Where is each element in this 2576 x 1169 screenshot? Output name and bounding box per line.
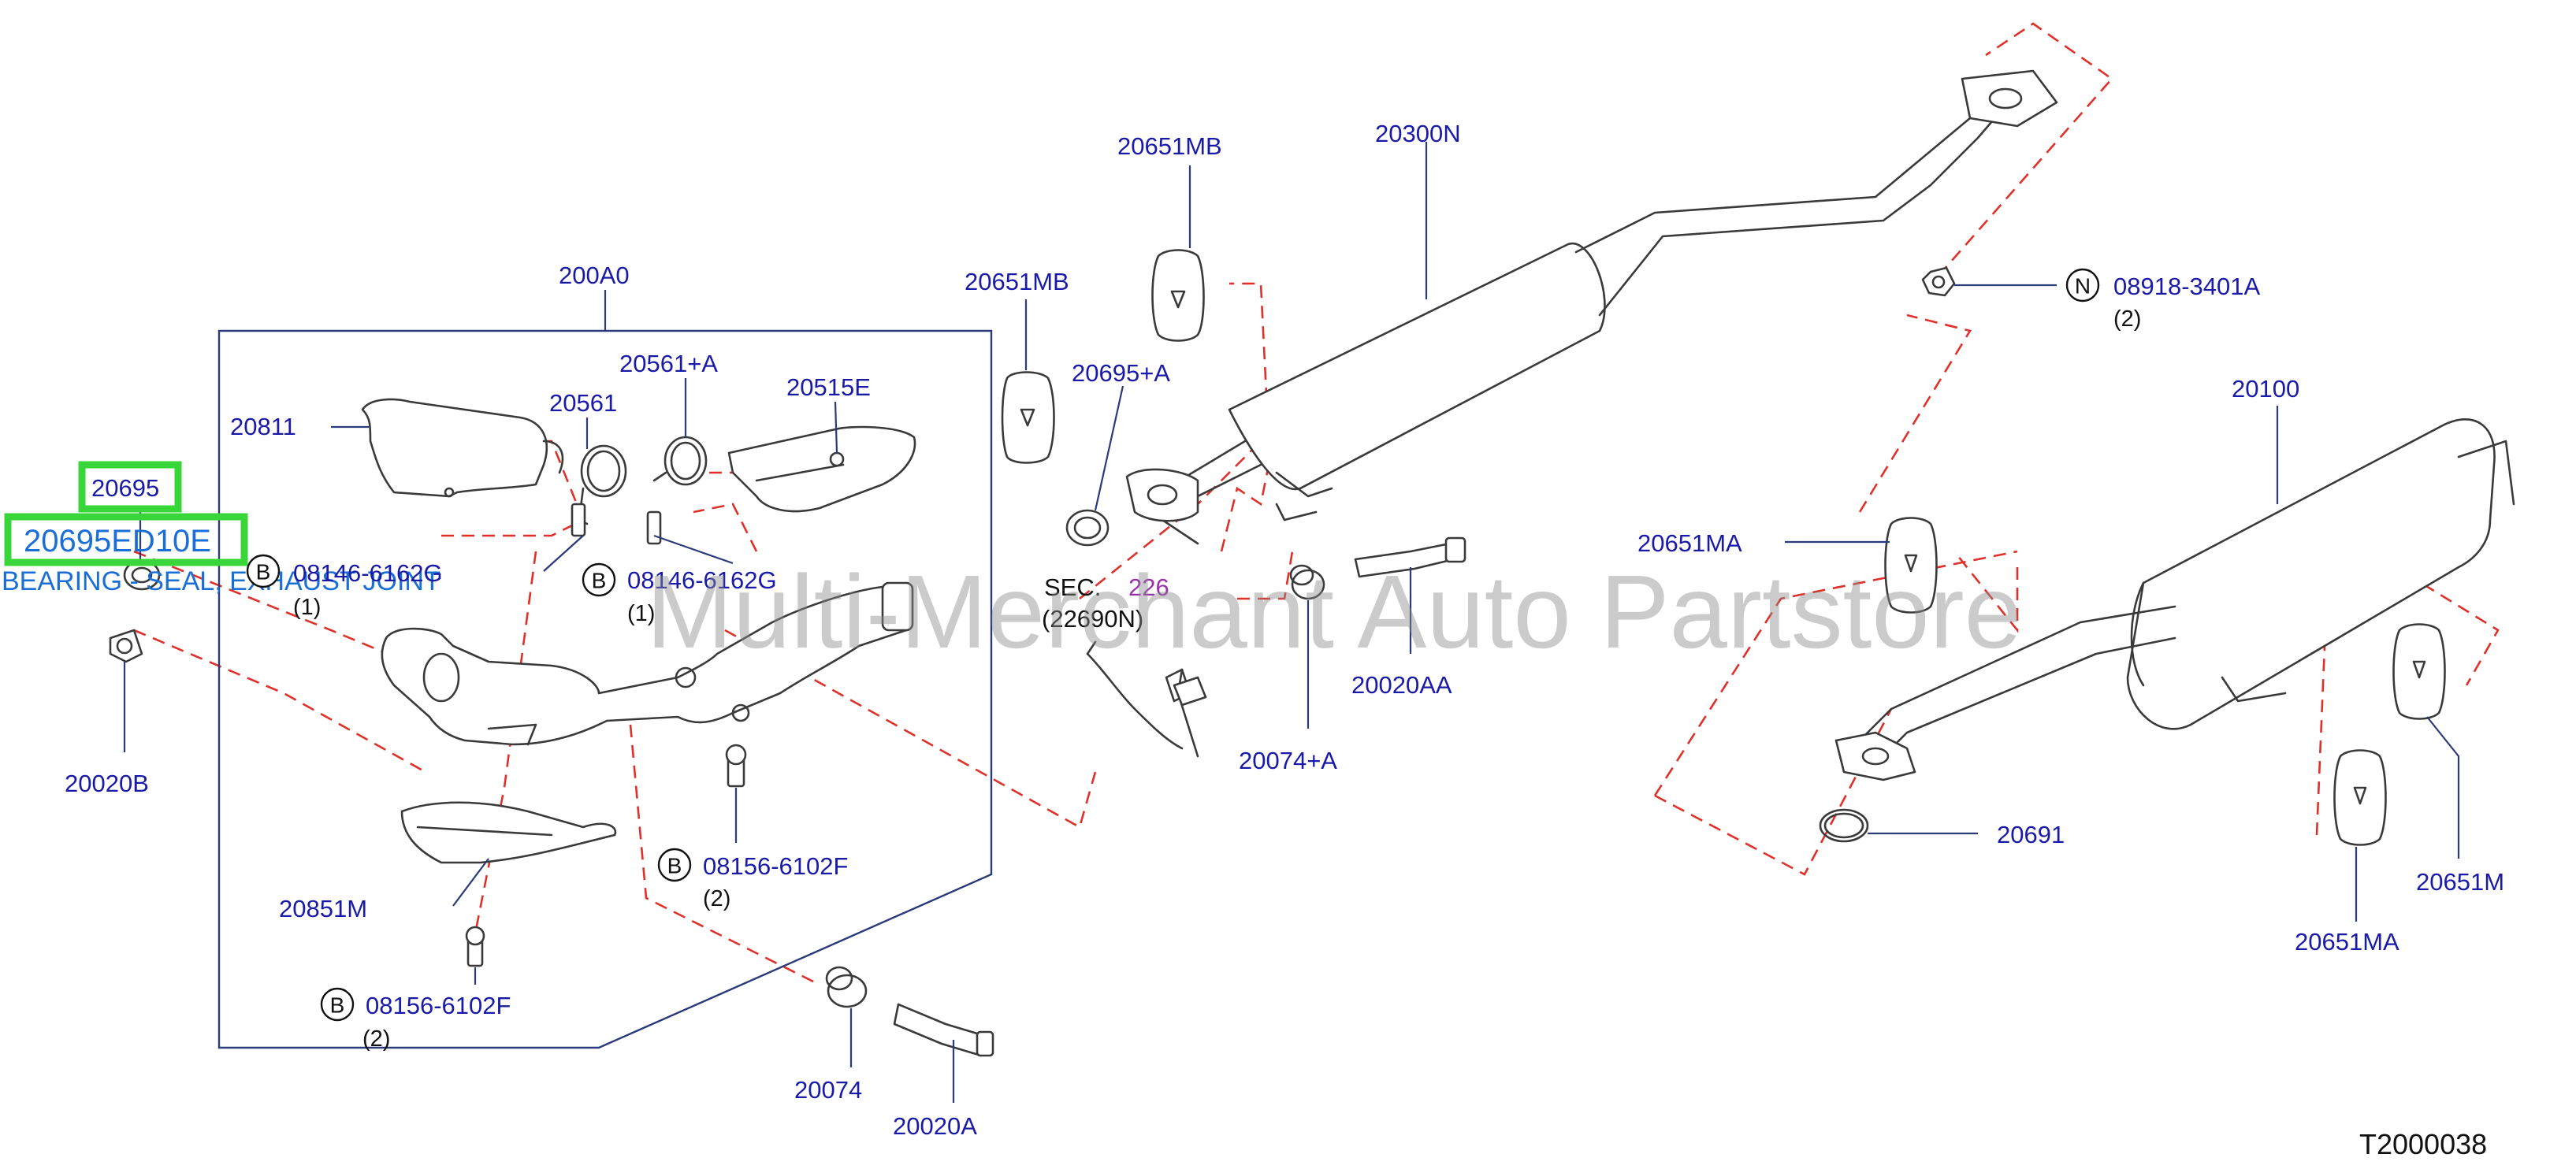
label-20020a[interactable]: 20020A — [893, 1112, 977, 1140]
circle-b-text-1: B — [256, 560, 271, 584]
highlight-box-20695ed10e — [4, 513, 248, 566]
circle-n-marker — [2065, 268, 2100, 302]
circle-b-marker-4 — [320, 987, 355, 1022]
circle-b-text-4: B — [330, 993, 345, 1018]
diagram-code: T2000038 — [2359, 1128, 2487, 1160]
label-20300n[interactable]: 20300N — [1375, 120, 1461, 147]
label-20651ma-bottom[interactable]: 20651MA — [2295, 928, 2399, 956]
label-08156-6102f-1[interactable]: 08156-6102F — [703, 852, 848, 880]
clamp-20561 — [571, 444, 627, 537]
mount-rubber-20651mb — [1001, 249, 1205, 464]
qty-08156-6102f-2: (2) — [362, 1026, 390, 1052]
label-20515e[interactable]: 20515E — [786, 373, 871, 401]
qty-08156-6102f-1: (2) — [703, 886, 730, 911]
oxygen-sensor-226 — [1086, 640, 1207, 758]
circle-b-marker-3 — [657, 848, 692, 882]
label-20695[interactable]: 20695 — [91, 474, 159, 502]
gasket-20695a — [1065, 509, 1110, 547]
label-20851m[interactable]: 20851M — [279, 895, 367, 922]
label-20651ma-left[interactable]: 20651MA — [1637, 529, 1742, 557]
heat-shield-20811 — [361, 398, 564, 498]
label-20074a[interactable]: 20074+A — [1239, 747, 1337, 774]
circle-b-text-3: B — [667, 854, 682, 878]
circle-b-marker-2 — [582, 562, 616, 597]
bolts — [109, 629, 747, 967]
qty-08918-3401a: (2) — [2113, 306, 2141, 332]
qty-08146-6162g-1: (1) — [293, 595, 321, 620]
label-08156-6102f-2[interactable]: 08156-6102F — [366, 992, 511, 1019]
label-20651m[interactable]: 20651M — [2416, 868, 2504, 896]
label-20074[interactable]: 20074 — [794, 1076, 862, 1104]
label-20561a[interactable]: 20561+A — [619, 350, 718, 377]
label-20691[interactable]: 20691 — [1997, 821, 2065, 848]
front-catalyst-pipe — [381, 581, 914, 746]
highlight-box-20695 — [78, 461, 182, 513]
center-muffler-20300n — [1125, 69, 2058, 545]
gasket-20691 — [1819, 808, 1869, 843]
label-sec-226[interactable]: 226 — [1128, 573, 1169, 601]
label-20811[interactable]: 20811 — [230, 413, 296, 440]
leader-lines — [123, 142, 2460, 1103]
sensor-20020aa — [1289, 536, 1466, 600]
label-20695ed10e[interactable]: 20695ED10E — [24, 524, 211, 559]
heat-shield-20515e — [727, 425, 916, 513]
watermark: Multi-Merchant Auto Partstore — [646, 554, 2022, 670]
label-sec-22690n: (22690N) — [1042, 605, 1143, 633]
part-labels: 200A0 20811 20561 20561+A 20515E 20695 2… — [2, 120, 2504, 1160]
label-200a0[interactable]: 200A0 — [559, 262, 630, 289]
label-20020aa[interactable]: 20020AA — [1351, 671, 1452, 699]
label-20695a[interactable]: 20695+A — [1072, 359, 1170, 387]
assembly-frame-200a0 — [217, 290, 993, 1049]
sensor-20020a — [825, 966, 994, 1057]
label-08146-6162g-2[interactable]: 08146-6162G — [627, 566, 777, 594]
mount-rubbers-20651ma — [1884, 517, 2446, 846]
label-20561[interactable]: 20561 — [549, 389, 617, 417]
main-muffler-20100 — [1834, 418, 2515, 781]
label-20100[interactable]: 20100 — [2232, 375, 2299, 403]
circle-b-marker-1 — [246, 554, 281, 588]
clamp-20561a — [646, 436, 708, 545]
label-20020b[interactable]: 20020B — [65, 770, 149, 797]
label-20651mb-lower[interactable]: 20651MB — [965, 268, 1069, 295]
label-bearing-seal: BEARING - SEAL, EXHAUST JOINT — [2, 566, 440, 596]
circle-b-text-2: B — [592, 569, 607, 593]
qty-08146-6162g-2: (1) — [627, 601, 655, 626]
circle-n-text: N — [2075, 274, 2091, 299]
label-08146-6162g-1[interactable]: 08146-6162G — [293, 559, 443, 587]
label-sec-prefix: SEC. — [1044, 573, 1101, 601]
nut-08918-3401a — [1921, 266, 1956, 297]
label-20651mb-upper[interactable]: 20651MB — [1117, 132, 1222, 160]
label-08918-3401a[interactable]: 08918-3401A — [2113, 273, 2260, 300]
heat-shield-20851m — [400, 801, 617, 864]
